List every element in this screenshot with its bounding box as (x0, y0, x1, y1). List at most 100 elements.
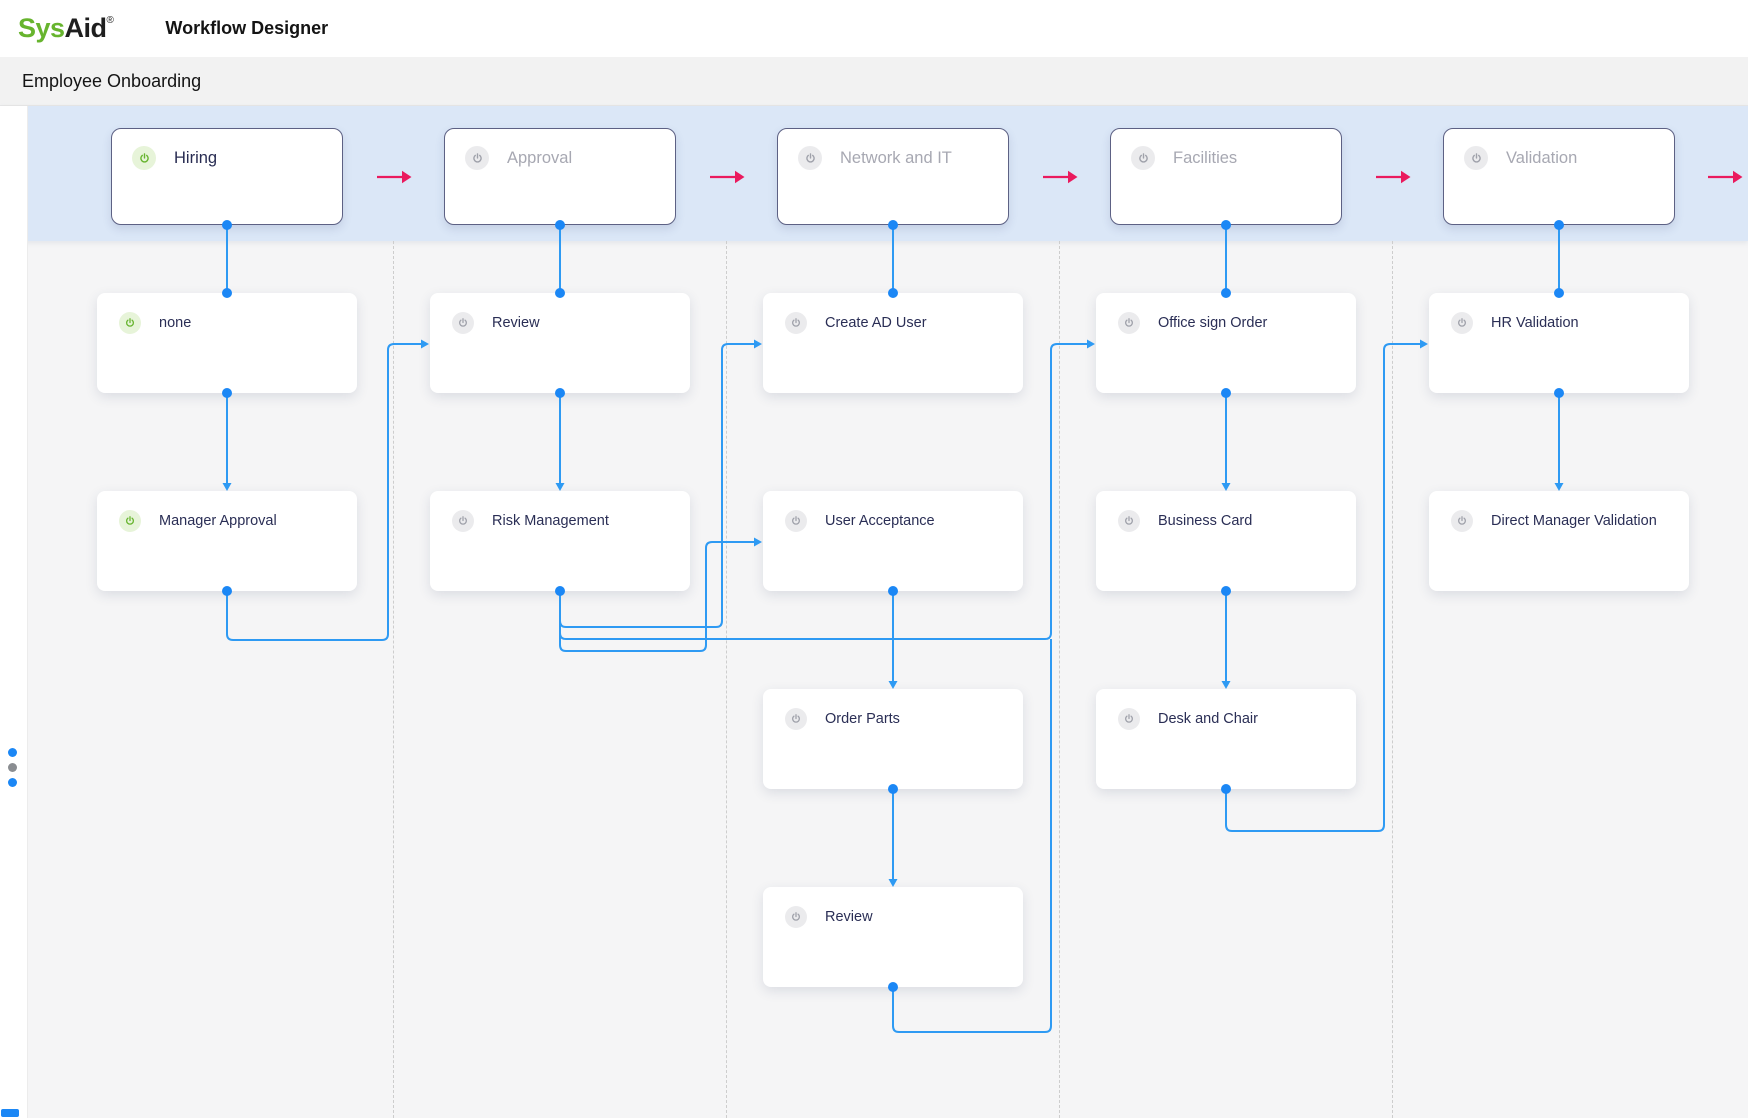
phase-label: Validation (1506, 148, 1578, 167)
column-separator (1059, 241, 1060, 1118)
horizontal-scrollbar-thumb[interactable] (1, 1109, 19, 1117)
power-icon-badge (452, 510, 474, 532)
power-icon-badge (785, 708, 807, 730)
power-icon-badge (119, 312, 141, 334)
node-label: User Acceptance (825, 513, 935, 529)
column-separator (393, 241, 394, 1118)
node-label: HR Validation (1491, 315, 1579, 331)
connector-arrowhead (888, 681, 898, 689)
phase-label: Network and IT (840, 148, 952, 167)
connector-arrowhead (888, 879, 898, 887)
column-separator (726, 241, 727, 1118)
power-icon (126, 516, 134, 525)
power-icon-badge (1118, 312, 1140, 334)
power-icon (792, 516, 800, 525)
connector-arrowhead (555, 483, 565, 491)
node-card-office-sign-order[interactable]: Office sign Order (1096, 293, 1356, 393)
node-label: Office sign Order (1158, 315, 1268, 331)
node-card-none[interactable]: none (97, 293, 357, 393)
power-icon-badge (465, 146, 489, 170)
column-separator (1392, 241, 1393, 1118)
node-card-desk-and-chair[interactable]: Desk and Chair (1096, 689, 1356, 789)
power-icon (459, 516, 467, 525)
power-icon (139, 152, 149, 163)
power-icon-badge (452, 312, 474, 334)
node-label: Order Parts (825, 711, 900, 727)
node-card-create-ad-user[interactable]: Create AD User (763, 293, 1023, 393)
power-icon (1458, 516, 1466, 525)
phase-card-hiring[interactable]: Hiring (111, 128, 343, 225)
connector-arrowhead (1221, 681, 1231, 689)
power-icon (126, 318, 134, 327)
node-label: none (159, 315, 192, 331)
power-icon-badge (785, 906, 807, 928)
node-card-hr-validation[interactable]: HR Validation (1429, 293, 1689, 393)
logo-text-sys: Sys (18, 13, 65, 43)
power-icon (1125, 714, 1133, 723)
power-icon (1125, 318, 1133, 327)
node-card-order-parts[interactable]: Order Parts (763, 689, 1023, 789)
phase-card-validation[interactable]: Validation (1443, 128, 1675, 225)
connector-arrowhead (421, 339, 429, 349)
connector-arrowhead (1087, 339, 1095, 349)
pager-dot-blue[interactable] (8, 778, 17, 787)
phase-flow-arrow (1042, 170, 1077, 184)
connector-arrowhead (1420, 339, 1428, 349)
connector-arrowhead (1221, 483, 1231, 491)
power-icon (792, 318, 800, 327)
node-label: Risk Management (492, 513, 609, 529)
node-card-direct-manager-validation[interactable]: Direct Manager Validation (1429, 491, 1689, 591)
power-icon-badge (1131, 146, 1155, 170)
workflow-name-bar: Employee Onboarding (0, 57, 1748, 106)
phase-card-approval[interactable]: Approval (444, 128, 676, 225)
page-title: Workflow Designer (165, 18, 329, 38)
pager-dot-gray[interactable] (8, 763, 17, 772)
power-icon (459, 318, 467, 327)
phase-label: Hiring (174, 148, 218, 167)
power-icon-badge (1118, 708, 1140, 730)
connector-arrowhead (1554, 483, 1564, 491)
node-card-risk-management[interactable]: Risk Management (430, 491, 690, 591)
phase-label: Facilities (1173, 148, 1238, 167)
phase-card-network-and-it[interactable]: Network and IT (777, 128, 1009, 225)
node-label: Direct Manager Validation (1491, 513, 1657, 529)
connector-arrowhead (222, 483, 232, 491)
node-card-review[interactable]: Review (430, 293, 690, 393)
power-icon-badge (785, 312, 807, 334)
power-icon-badge (1464, 146, 1488, 170)
logo-text-aid: Aid (64, 13, 108, 43)
power-icon (792, 714, 800, 723)
power-icon-badge (132, 146, 156, 170)
power-icon-badge (1451, 510, 1473, 532)
left-rail (0, 106, 28, 1118)
registered-mark: ® (106, 15, 114, 26)
power-icon-badge (1451, 312, 1473, 334)
node-card-user-acceptance[interactable]: User Acceptance (763, 491, 1023, 591)
node-label: Desk and Chair (1158, 711, 1258, 727)
node-label: Manager Approval (159, 513, 277, 529)
phase-flow-arrow (376, 170, 411, 184)
phase-card-facilities[interactable]: Facilities (1110, 128, 1342, 225)
phase-label: Approval (507, 148, 573, 167)
power-icon (1471, 152, 1481, 163)
power-icon-badge (798, 146, 822, 170)
power-icon (1138, 152, 1148, 163)
phase-flow-arrow (1375, 170, 1410, 184)
connector-arrowhead (754, 339, 762, 349)
phase-flow-arrow (1708, 170, 1743, 184)
node-card-manager-approval[interactable]: Manager Approval (97, 491, 357, 591)
power-icon (805, 152, 815, 163)
node-card-review[interactable]: Review (763, 887, 1023, 987)
node-label: Business Card (1158, 513, 1253, 529)
power-icon-badge (119, 510, 141, 532)
power-icon-badge (1118, 510, 1140, 532)
power-icon (792, 912, 800, 921)
node-label: Create AD User (825, 315, 927, 331)
node-label: Review (825, 909, 873, 925)
pager-dot-blue[interactable] (8, 748, 17, 757)
power-icon (1458, 318, 1466, 327)
node-card-business-card[interactable]: Business Card (1096, 491, 1356, 591)
